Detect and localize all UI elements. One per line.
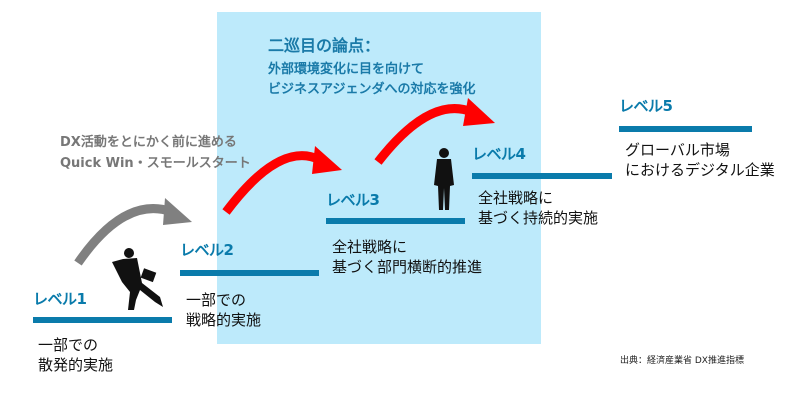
second-round-title: 二巡目の論点： — [268, 36, 381, 55]
desc-line: 基づく持続的実施 — [478, 209, 599, 227]
level-5-description: グローバル市場 におけるデジタル企業 — [625, 140, 775, 180]
level-5-label: レベル5 — [619, 97, 673, 115]
quick-win-line-2: Quick Win・スモールスタート — [60, 156, 251, 171]
source-citation: 出典：経済産業省 DX推進指標 — [620, 356, 744, 366]
level-4-description: 全社戦略に 基づく持続的実施 — [478, 188, 598, 228]
second-round-description: 外部環境変化に目を向けて ビジネスアジェンダへの対応を強化 — [268, 60, 475, 100]
desc-line: 一部での — [38, 336, 99, 354]
level-3-step — [326, 218, 465, 224]
standing-businessman-icon — [434, 148, 454, 210]
level-4-step — [472, 173, 612, 179]
desc-line: 散発的実施 — [38, 356, 114, 374]
level-1-step — [33, 317, 172, 323]
red-arrow-icon — [222, 146, 342, 215]
desc-line: グローバル市場 — [625, 141, 730, 159]
desc-line: 一部での — [186, 291, 247, 309]
desc-line: におけるデジタル企業 — [625, 161, 775, 179]
grey-arrow-icon — [74, 198, 192, 266]
level-2-step — [180, 270, 319, 276]
running-businessman-icon — [112, 248, 163, 310]
second-round-line-1: 外部環境変化に目を向けて — [268, 62, 425, 77]
quick-win-line-1: DX活動をとにかく前に進める — [60, 135, 237, 150]
second-round-line-2: ビジネスアジェンダへの対応を強化 — [268, 82, 476, 97]
desc-line: 基づく部門横断的推進 — [332, 258, 483, 276]
desc-line: 全社戦略に — [478, 189, 554, 207]
quick-win-text: DX活動をとにかく前に進める Quick Win・スモールスタート — [60, 132, 251, 174]
level-1-description: 一部での 散発的実施 — [38, 335, 113, 375]
level-3-description: 全社戦略に 基づく部門横断的推進 — [332, 237, 482, 277]
level-2-label: レベル2 — [180, 241, 234, 259]
red-arrow-icon — [374, 98, 495, 165]
desc-line: 戦略的実施 — [186, 311, 262, 329]
desc-line: 全社戦略に — [332, 238, 408, 256]
level-2-description: 一部での 戦略的実施 — [186, 290, 261, 330]
level-5-step — [619, 126, 752, 132]
level-1-label: レベル1 — [33, 290, 87, 308]
level-3-label: レベル3 — [326, 191, 380, 209]
level-4-label: レベル4 — [472, 145, 526, 163]
